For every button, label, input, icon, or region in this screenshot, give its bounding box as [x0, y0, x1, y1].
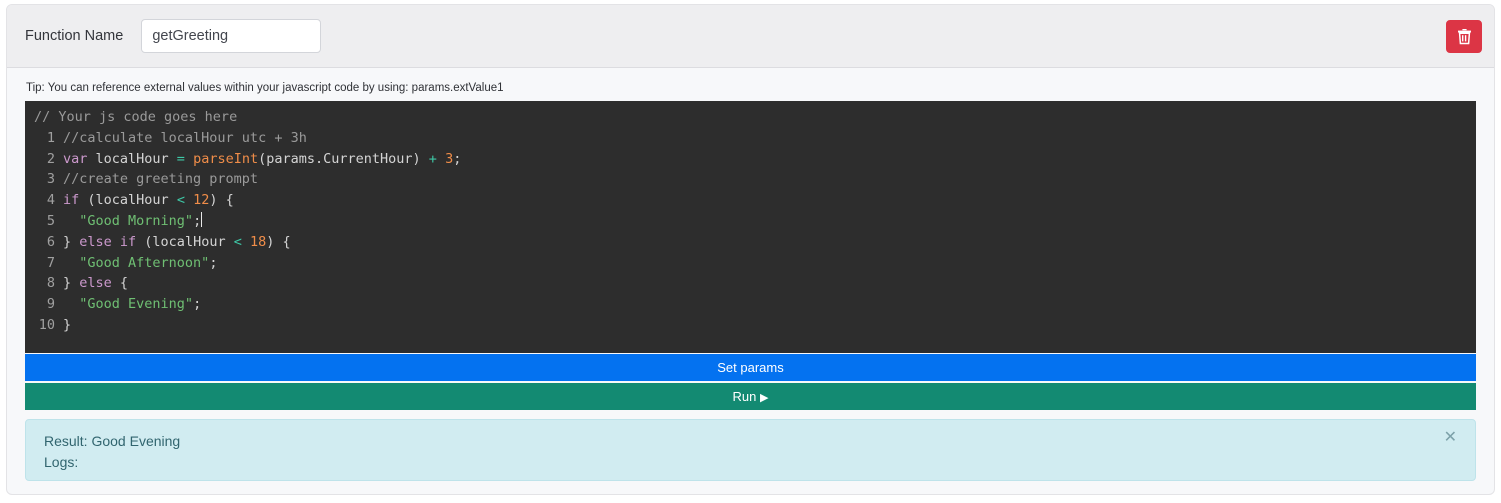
code-line: 3 //create greeting prompt	[25, 169, 1476, 190]
line-number: 8	[46, 275, 55, 292]
set-params-button[interactable]: Set params	[25, 354, 1476, 381]
line-source: "Good Afternoon";	[79, 254, 218, 271]
result-alert: Result: Good Evening Logs: ✕	[25, 419, 1476, 481]
line-source: //calculate localHour utc + 3h	[63, 129, 307, 146]
line-source: var localHour = parseInt(params.CurrentH…	[63, 150, 462, 167]
play-icon: ▶	[760, 392, 769, 404]
line-number: 4	[46, 192, 55, 209]
card-body: Tip: You can reference external values w…	[7, 68, 1494, 494]
editor-placeholder-comment: // Your js code goes here	[34, 109, 238, 125]
tip-text: Tip: You can reference external values w…	[26, 82, 504, 94]
logs-line: Logs:	[44, 454, 79, 470]
line-number: 10	[38, 316, 55, 333]
card-header: Function Name	[7, 5, 1494, 68]
close-icon: ✕	[1443, 429, 1457, 446]
line-source: "Good Evening";	[79, 296, 202, 313]
line-source: }	[63, 316, 72, 333]
run-button-label: Run	[732, 389, 757, 404]
function-name-input[interactable]	[141, 19, 322, 53]
code-line: 5 "Good Morning";	[25, 211, 1476, 232]
code-line: 10 }	[25, 315, 1476, 336]
line-number: 1	[46, 129, 55, 146]
text-caret	[201, 211, 203, 227]
line-number: 9	[46, 296, 55, 313]
code-line: 7 "Good Afternoon";	[25, 253, 1476, 274]
line-source: if (localHour < 12) {	[63, 192, 234, 209]
code-line: 9 "Good Evening";	[25, 294, 1476, 315]
code-line: 2 var localHour = parseInt(params.Curren…	[25, 149, 1476, 170]
code-line: 8 } else {	[25, 273, 1476, 294]
line-source: "Good Morning";	[79, 211, 203, 229]
line-source: } else if (localHour < 18) {	[63, 233, 291, 250]
code-line: 4 if (localHour < 12) {	[25, 190, 1476, 211]
close-alert-button[interactable]: ✕	[1440, 428, 1461, 448]
code-line: 6 } else if (localHour < 18) {	[25, 232, 1476, 253]
trash-icon	[1457, 28, 1472, 45]
line-number: 3	[46, 171, 55, 188]
run-button[interactable]: Run ▶	[25, 383, 1476, 410]
line-number: 6	[46, 233, 55, 250]
line-number: 5	[46, 212, 55, 229]
result-line: Result: Good Evening	[44, 433, 181, 449]
line-number: 2	[46, 150, 55, 167]
code-line: 1 //calculate localHour utc + 3h	[25, 128, 1476, 149]
line-source: //create greeting prompt	[63, 171, 259, 188]
function-name-label: Function Name	[25, 28, 124, 44]
line-source: } else {	[63, 275, 129, 292]
delete-function-button[interactable]	[1446, 19, 1482, 53]
function-editor-card: Function Name Tip: You can reference ext…	[6, 4, 1495, 495]
code-editor[interactable]: // Your js code goes here 1 //calculate …	[25, 101, 1476, 353]
line-number: 7	[46, 254, 55, 271]
